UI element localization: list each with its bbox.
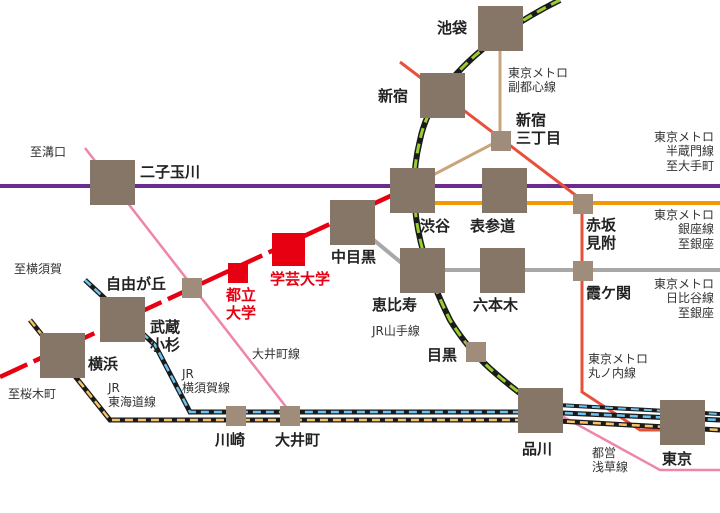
oimachi-line-east <box>559 413 720 472</box>
label-futakotamagawa: 二子玉川 <box>140 163 201 181</box>
station-oimachi[interactable] <box>280 406 300 426</box>
station-gakugei-daigaku[interactable] <box>272 233 305 266</box>
label-marunouchi-line: 東京メトロ 丸ノ内線 <box>588 352 649 381</box>
station-roppongi[interactable] <box>480 248 525 293</box>
label-to-yokosuka: 至横須賀 <box>14 262 63 276</box>
label-omotesando: 表参道 <box>470 217 516 235</box>
station-akasaka-mitsuke[interactable] <box>573 194 593 214</box>
label-shinagawa: 品川 <box>522 440 553 458</box>
label-to-sakuragicho: 至桜木町 <box>8 387 57 401</box>
label-yokosuka-line: JR 横須賀線 <box>182 367 231 396</box>
label-ikebukuro: 池袋 <box>437 19 468 37</box>
label-fukutoshin-line: 東京メトロ 副都心線 <box>508 66 569 95</box>
label-oimachi-line: 大井町線 <box>252 347 301 361</box>
station-jiyugaoka[interactable] <box>182 278 202 298</box>
station-ikebukuro[interactable] <box>478 6 523 51</box>
station-yokohama[interactable] <box>40 333 85 378</box>
label-tokyo: 東京 <box>662 450 693 468</box>
station-tokyo[interactable] <box>660 400 705 445</box>
label-musashi-kosugi: 武蔵 小杉 <box>150 318 181 354</box>
label-nakameguro: 中目黒 <box>331 248 377 266</box>
station-meguro[interactable] <box>466 342 486 362</box>
label-tokaido-line: JR 東海道線 <box>108 381 157 410</box>
label-akasaka-mitsuke: 赤坂 見附 <box>586 216 617 252</box>
label-to-mizonokuchi: 至溝口 <box>30 145 67 159</box>
station-musashi-kosugi[interactable] <box>100 297 145 342</box>
label-gakugei-daigaku: 学芸大学 <box>270 270 331 288</box>
label-hibiya-line: 東京メトロ 日比谷線 至銀座 <box>653 277 714 320</box>
label-jiyugaoka: 自由が丘 <box>106 275 167 293</box>
label-ginza-line: 東京メトロ 銀座線 至銀座 <box>653 208 714 251</box>
station-ebisu[interactable] <box>400 248 445 293</box>
label-asakusa-line: 都営 浅草線 <box>592 446 629 475</box>
station-shinjuku[interactable] <box>420 73 465 118</box>
station-omotesando[interactable] <box>482 168 527 213</box>
station-nakameguro[interactable] <box>330 200 375 245</box>
label-roppongi: 六本木 <box>473 296 519 314</box>
station-futakotamagawa[interactable] <box>90 160 135 205</box>
label-toritsu-daigaku: 都立 大学 <box>226 286 257 322</box>
label-hanzomon-line: 東京メトロ 半蔵門線 至大手町 <box>653 130 714 173</box>
label-shinjuku: 新宿 <box>378 87 409 105</box>
label-kawasaki: 川崎 <box>215 431 246 449</box>
label-shinjuku-sanchome: 新宿 三丁目 <box>516 111 562 147</box>
label-yokohama: 横浜 <box>88 355 119 373</box>
station-kawasaki[interactable] <box>226 406 246 426</box>
label-yamanote-line: JR山手線 <box>372 324 420 338</box>
label-meguro: 目黒 <box>427 346 458 364</box>
station-shinjuku-sanchome[interactable] <box>491 131 511 151</box>
label-oimachi: 大井町 <box>275 431 321 449</box>
label-ebisu: 恵比寿 <box>372 296 418 314</box>
station-toritsu-daigaku[interactable] <box>228 263 248 283</box>
label-shibuya: 渋谷 <box>420 217 451 235</box>
label-kasumigaseki: 霞ケ関 <box>586 284 632 302</box>
station-shinagawa[interactable] <box>518 388 563 433</box>
station-kasumigaseki[interactable] <box>573 261 593 281</box>
station-shibuya[interactable] <box>390 168 435 213</box>
